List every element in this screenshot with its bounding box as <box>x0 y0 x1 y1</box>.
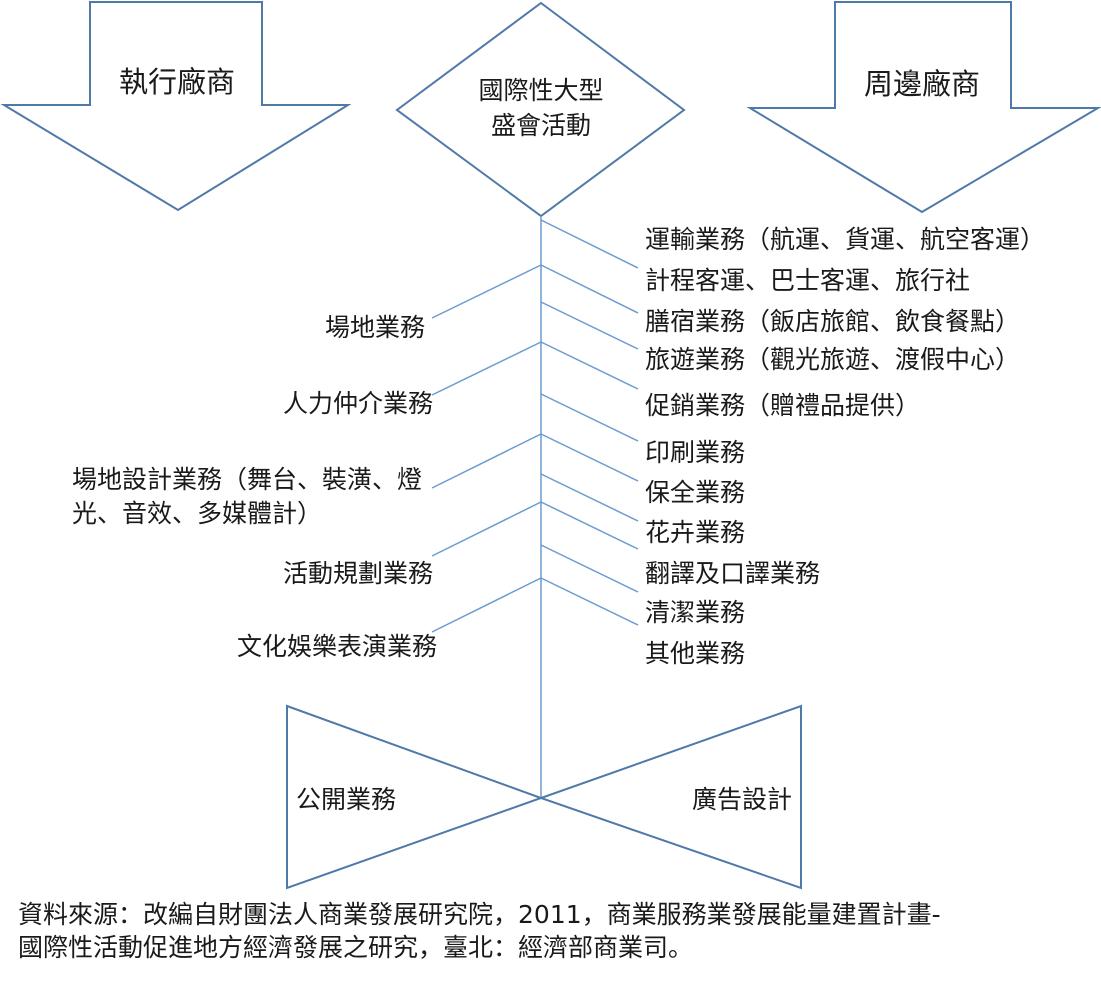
left-branch-line <box>431 577 542 633</box>
right-branch-line <box>540 264 639 314</box>
left-branch-label: 文化娛樂表演業務 <box>237 632 437 661</box>
ad-design-triangle <box>537 704 802 890</box>
executing-vendors-label: 執行廠商 <box>119 65 235 99</box>
right-branch-line <box>540 577 639 626</box>
bottom-right-label: 廣告設計 <box>692 785 792 814</box>
right-branch-label: 其他業務 <box>645 639 745 668</box>
right-branch-label: 促銷業務（贈禮品提供） <box>645 391 920 420</box>
executing-vendors-arrow <box>0 1 352 212</box>
bottom-left-label: 公開業務 <box>296 785 396 814</box>
peripheral-vendors-label: 周邊廠商 <box>864 67 980 101</box>
right-branch-label: 花卉業務 <box>645 518 745 547</box>
center-label-line-1: 國際性大型 <box>478 76 603 105</box>
left-branch-label: 活動規劃業務 <box>283 559 433 588</box>
left-branch-label: 光、音效、多媒體計） <box>72 499 322 528</box>
right-branch-line <box>540 393 639 442</box>
left-branch-label: 人力仲介業務 <box>283 389 433 418</box>
right-branch-label: 保全業務 <box>645 478 745 507</box>
right-branch-line <box>540 544 639 593</box>
left-branch-line <box>431 433 542 489</box>
right-branch-label: 清潔業務 <box>645 598 745 627</box>
center-label-line-2: 盛會活動 <box>491 111 591 140</box>
right-branch-line <box>540 433 639 482</box>
peripheral-vendors-arrow <box>746 1 1101 214</box>
right-branch-line <box>540 501 639 550</box>
right-branch-label: 計程客運、巴士客運、旅行社 <box>645 266 970 295</box>
left-branch-line <box>431 264 542 319</box>
right-branch-line <box>540 341 639 390</box>
public-relations-triangle <box>286 704 544 890</box>
right-branch-label: 印刷業務 <box>645 438 745 467</box>
right-branch-label: 膳宿業務（飯店旅館、飲食餐點） <box>645 307 1020 336</box>
source-note-line-1: 資料來源：改編自財團法人商業發展研究院，2011，商業服務業發展能量建置計畫- <box>18 900 941 929</box>
center-event-diamond <box>395 1 686 218</box>
left-branch-label: 場地業務 <box>325 313 425 342</box>
right-branch-line <box>540 473 639 522</box>
right-branch-label: 翻譯及口譯業務 <box>645 559 820 588</box>
right-branch-label: 旅遊業務（觀光旅遊、渡假中心） <box>645 345 1020 374</box>
left-branch-label: 場地設計業務（舞台、裝潢、燈 <box>72 465 422 494</box>
left-branch-line <box>431 501 542 557</box>
right-branch-label: 運輸業務（航運、貨運、航空客運） <box>645 225 1045 254</box>
right-branch-line <box>540 301 639 350</box>
source-note-line-2: 國際性活動促進地方經濟發展之研究，臺北：經濟部商業司。 <box>18 933 693 962</box>
right-branch-line <box>540 219 639 269</box>
left-branch-line <box>431 341 542 396</box>
